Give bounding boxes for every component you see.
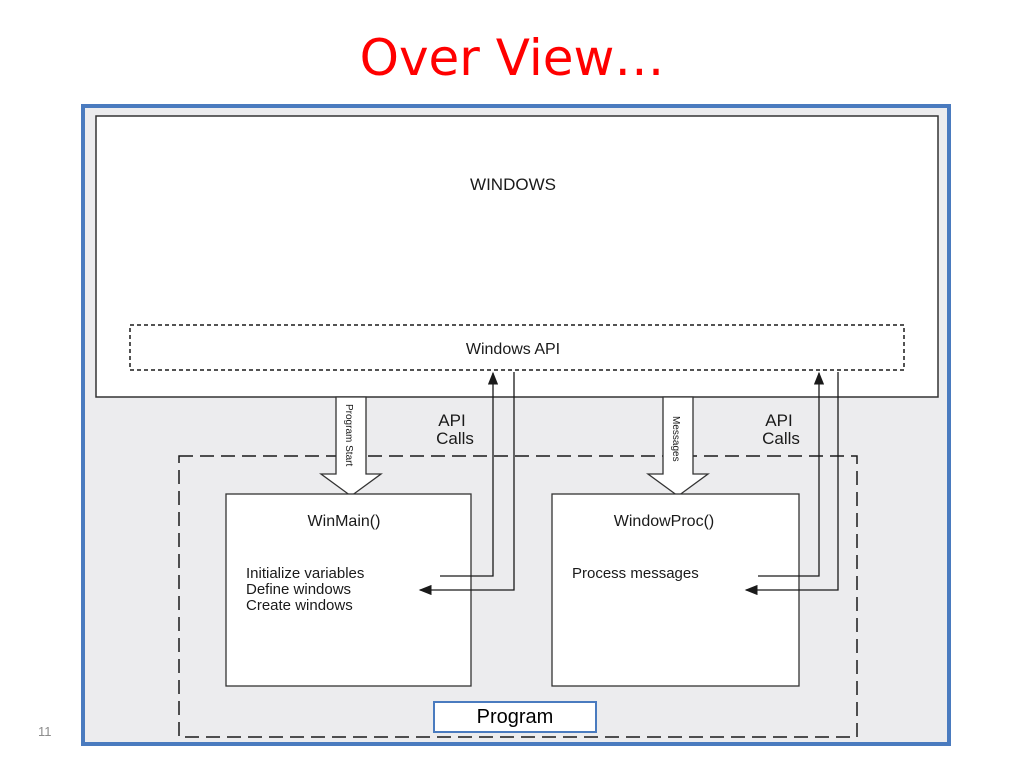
api-calls-left-line1: API: [438, 411, 465, 430]
winmain-api-return-arrow: [418, 372, 515, 596]
winmain-line-1: Initialize variables: [246, 565, 364, 582]
program-start-label: Program Start: [343, 404, 354, 466]
winmain-line-2: Define windows: [246, 581, 351, 598]
messages-arrow: [646, 396, 710, 497]
slide-title: Over View…: [359, 29, 665, 87]
winmain-title: WinMain(): [308, 513, 381, 530]
program-start-arrow: [319, 396, 383, 497]
windows-label: WINDOWS: [470, 175, 556, 194]
program-label: Program: [433, 701, 597, 733]
messages-label: Messages: [670, 416, 681, 462]
program-region: [178, 455, 858, 738]
api-calls-right-line2: Calls: [762, 429, 800, 448]
windows-api-label: Windows API: [466, 341, 560, 358]
api-calls-left-line2: Calls: [436, 429, 474, 448]
winmain-line-3: Create windows: [246, 597, 353, 614]
windowproc-api-call-arrow: [758, 371, 825, 577]
windowproc-line-1: Process messages: [572, 565, 699, 582]
windows-api-box: [129, 324, 905, 371]
windowproc-title: WindowProc(): [614, 513, 714, 530]
windowproc-api-return-arrow: [744, 372, 839, 596]
api-calls-right-line1: API: [765, 411, 792, 430]
slide-number: 11: [38, 724, 52, 739]
winmain-api-call-arrow: [440, 371, 499, 577]
